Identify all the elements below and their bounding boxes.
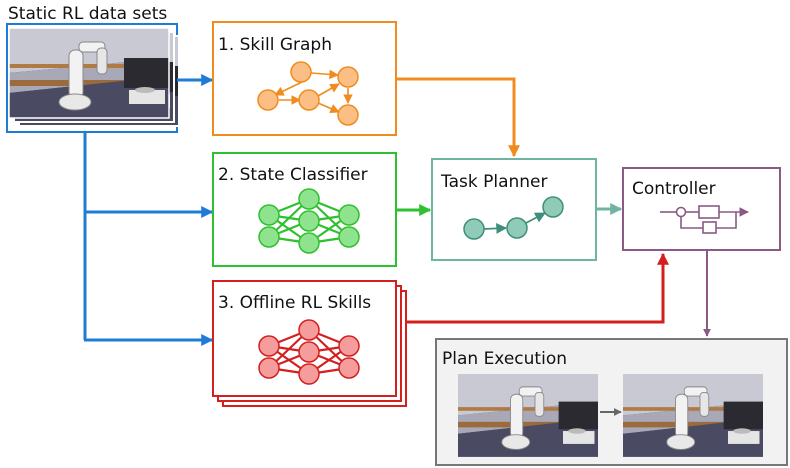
plan-path-icon — [463, 196, 564, 240]
skills-to-controller-arrow — [406, 252, 669, 324]
control-loop-icon — [660, 205, 749, 234]
task-planner-label: Task Planner — [440, 172, 547, 192]
dataset-arrows — [83, 74, 214, 346]
controller-label: Controller — [632, 179, 716, 199]
diagram-title: Static RL data sets — [8, 4, 167, 24]
state-classifier-label: 2. State Classifier — [218, 165, 368, 185]
plan-execution-label: Plan Execution — [442, 349, 567, 369]
directed-graph-icon — [257, 61, 359, 126]
execution-frame-end — [622, 373, 764, 458]
skill-graph-to-planner-arrow — [396, 77, 520, 158]
dataset-images — [6, 23, 180, 133]
skill-graph-box: 1. Skill Graph — [212, 21, 397, 136]
task-planner-box: Task Planner — [431, 158, 597, 261]
plan-execution-box: Plan Execution — [435, 338, 788, 466]
state-classifier-box: 2. State Classifier — [212, 152, 397, 267]
offline-rl-skills-label: 3. Offline RL Skills — [218, 293, 371, 313]
skill-graph-label: 1. Skill Graph — [218, 35, 332, 55]
offline-rl-skills-box: 3. Offline RL Skills — [212, 280, 407, 407]
execution-frame-start — [457, 373, 599, 458]
controller-box: Controller — [622, 167, 781, 251]
